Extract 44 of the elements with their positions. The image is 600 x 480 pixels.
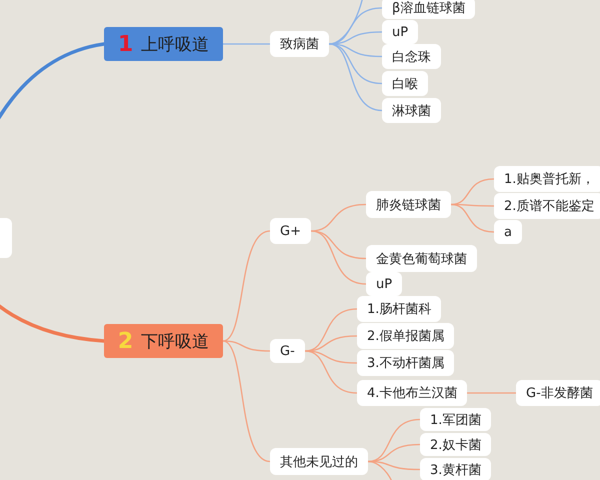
- topic-box: uP: [382, 20, 418, 44]
- connector-line: [222, 230, 271, 342]
- connector-line: [328, 43, 383, 112]
- topic-number: 1: [118, 32, 134, 56]
- topic-box: 1.肠杆菌科: [357, 296, 442, 322]
- topic-box: 3.黄杆菌: [420, 458, 492, 480]
- connector-line: [304, 350, 358, 394]
- topic-box: 白喉: [382, 71, 428, 96]
- topic-box: 4.卡他布兰汉菌: [357, 380, 468, 406]
- topic-label: 上呼吸道: [141, 34, 210, 56]
- connector-line: [222, 340, 271, 352]
- connector-line: [466, 392, 517, 394]
- topic-box: 白念珠: [382, 44, 441, 69]
- topic-box: β溶血链球菌: [382, 0, 476, 19]
- topic-box: 2.质谱不能鉴定: [494, 193, 600, 219]
- topic-number: 2: [118, 328, 134, 354]
- topic-box: G-非发酵菌: [516, 380, 600, 406]
- topic-box: 1.贴奥普托新，: [494, 166, 600, 192]
- topic-box: 肺炎链球菌: [366, 191, 451, 218]
- topic-box: 1.军团菌: [420, 408, 492, 431]
- connector-line: [310, 204, 367, 232]
- main-topic-box: [104, 324, 223, 358]
- topic-box: 淋球菌: [382, 98, 441, 123]
- topic-box: a: [494, 220, 522, 244]
- connector-line: [450, 178, 495, 206]
- connector-line: [310, 230, 367, 285]
- connector-line: [328, 7, 383, 45]
- topic-box: 金黄色葡萄球菌: [366, 245, 477, 272]
- connector-line: [304, 308, 358, 352]
- main-topic-box: [104, 27, 223, 61]
- topic-label: 下呼吸道: [141, 330, 210, 352]
- topic-box: 致病菌: [270, 31, 329, 57]
- topic-box: G+: [270, 218, 311, 244]
- topic-box: 其他未见过的: [270, 448, 368, 475]
- connector-line: [450, 204, 495, 233]
- topic-box: G-: [270, 339, 305, 363]
- topic-box: 3.不动杆菌属: [357, 350, 454, 376]
- topic-box: 2.奴卡菌: [420, 433, 492, 456]
- connector-line: [222, 43, 271, 45]
- topic-box: 2.假单报菌属: [357, 323, 454, 349]
- connector-line: [367, 418, 421, 462]
- topic-box: uP: [366, 272, 402, 296]
- connector-line: [222, 340, 271, 462]
- connector-line: [328, 43, 383, 84]
